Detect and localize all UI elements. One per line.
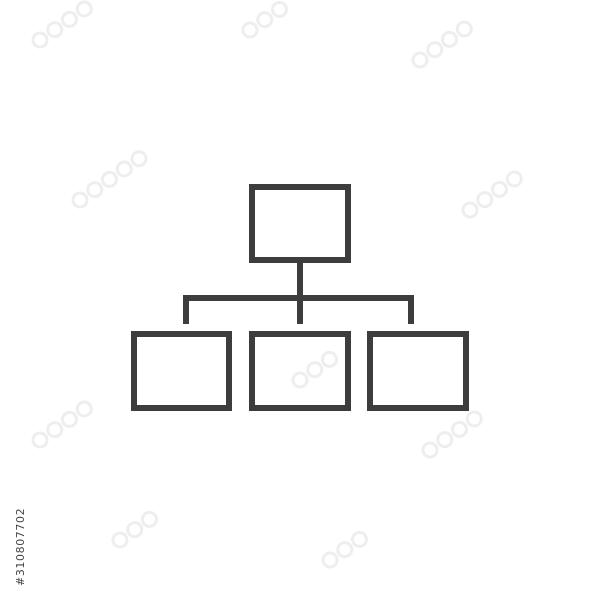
left-child-node-box (131, 331, 232, 411)
top-node-box (249, 184, 351, 263)
right-child-node-box (367, 331, 469, 411)
middle-child-node-box (249, 331, 351, 411)
stock-id-label: #310807702 (14, 507, 27, 586)
